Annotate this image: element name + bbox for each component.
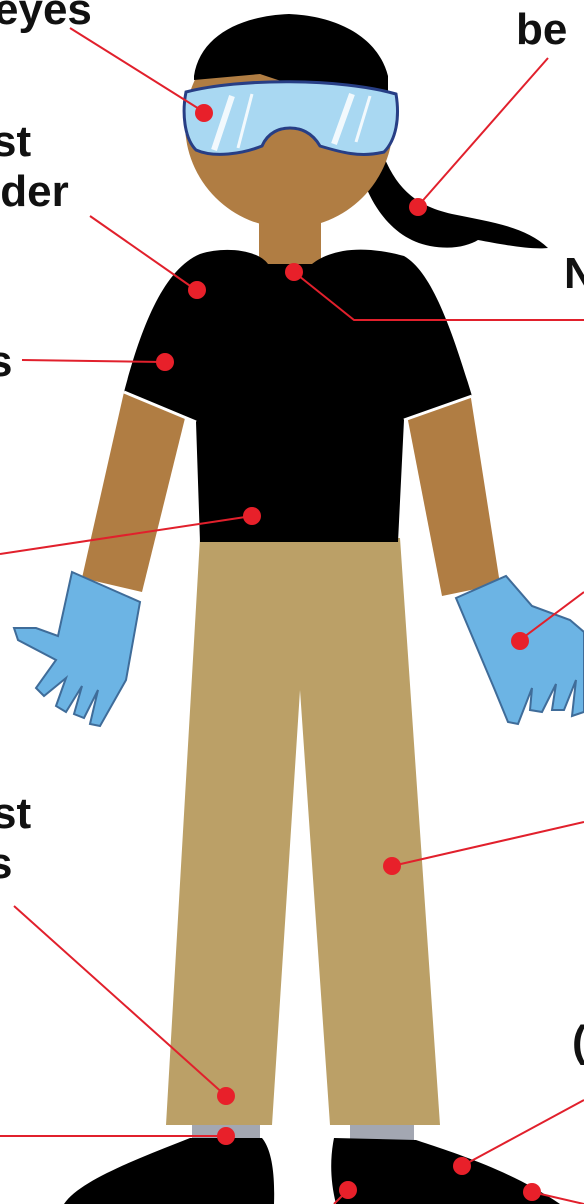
callout-dot-eyes xyxy=(195,104,213,122)
label-legs-line1: st xyxy=(0,790,31,838)
callout-dot-glove xyxy=(511,632,529,650)
callout-dot-shoe-toe xyxy=(523,1183,541,1201)
label-hair: be xyxy=(516,6,567,54)
callout-line-shoulder xyxy=(90,216,196,290)
callout-dot-shoulder xyxy=(188,281,206,299)
callout-dot-shoe-right xyxy=(453,1157,471,1175)
left-glove xyxy=(14,572,140,726)
callout-dot-sleeve xyxy=(156,353,174,371)
callout-dot-shirt xyxy=(243,507,261,525)
pants xyxy=(166,538,440,1125)
left-shoe xyxy=(64,1138,274,1204)
ponytail xyxy=(364,152,548,248)
callout-line-shoe-right xyxy=(462,1100,584,1166)
callout-line-hair xyxy=(418,58,548,206)
callout-dot-socks xyxy=(217,1127,235,1145)
label-legs-line2: s xyxy=(0,840,12,888)
right-arm xyxy=(406,392,500,596)
callout-dot-hair xyxy=(409,198,427,216)
label-shoes: ( xyxy=(572,1018,584,1066)
shirt xyxy=(124,250,472,542)
label-shoulder-line2: lder xyxy=(0,168,69,216)
callout-dot-shoe-left xyxy=(339,1181,357,1199)
neck xyxy=(259,196,321,270)
label-neck: N xyxy=(564,250,584,298)
label-shoulder-line1: st xyxy=(0,118,31,166)
callout-dot-pants xyxy=(383,857,401,875)
callout-line-eyes xyxy=(70,28,204,112)
callout-dot-neck xyxy=(285,263,303,281)
left-arm xyxy=(82,392,186,592)
label-eyes: eyes xyxy=(0,0,92,34)
label-sleeves: s xyxy=(0,338,12,386)
callout-dot-legs xyxy=(217,1087,235,1105)
